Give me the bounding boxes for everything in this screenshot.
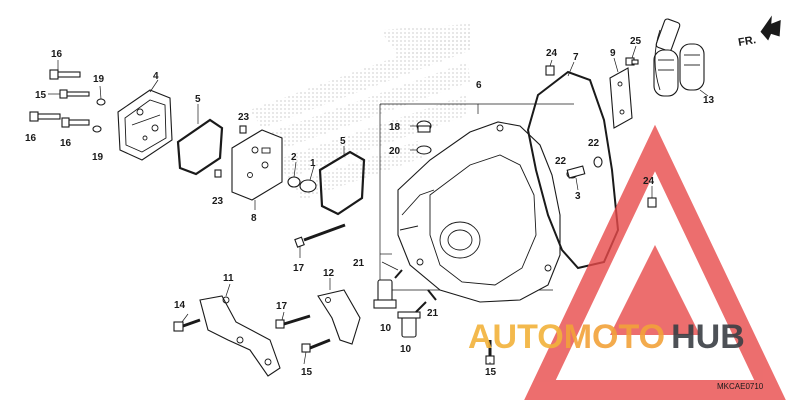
part-label: 10 (400, 344, 412, 355)
part-label: 25 (630, 36, 642, 47)
part-label: 22 (588, 138, 600, 149)
part-label: 1 (310, 158, 316, 169)
dowel-24-top (545, 65, 555, 76)
part-label: 14 (174, 300, 186, 311)
leader-lines (48, 45, 709, 365)
generator-cover (397, 121, 561, 303)
bolt-16-mid (61, 117, 90, 128)
bolt-14 (173, 318, 201, 332)
part-label: 16 (51, 49, 63, 60)
washer-19-bottom (92, 125, 102, 133)
part-label: 15 (301, 367, 313, 378)
part-label: 17 (276, 301, 288, 312)
bracket-9 (609, 67, 633, 129)
part-label: 21 (353, 258, 365, 269)
part-label: 15 (35, 90, 47, 101)
breather-cover (117, 89, 173, 161)
part-label: 10 (380, 323, 392, 334)
seal-22-right (593, 156, 603, 168)
part-label: 21 (427, 308, 439, 319)
o-ring-20 (416, 145, 432, 155)
part-label: 15 (485, 367, 497, 378)
switch-10-upper (373, 269, 403, 309)
part-label: 7 (573, 52, 579, 63)
part-label: 18 (389, 122, 401, 133)
pin-21 (427, 289, 437, 301)
separator-plate (231, 129, 283, 201)
part-label: 24 (546, 48, 558, 59)
bracket-12 (317, 289, 361, 345)
part-label: 5 (195, 94, 201, 105)
bolt-17-lower (275, 314, 311, 329)
part-label: 16 (60, 138, 72, 149)
part-label: 23 (238, 112, 250, 123)
switch-10-lower (397, 301, 427, 338)
bolt-15-top (59, 89, 90, 99)
watermark-hub: HUB (671, 318, 745, 356)
part-label: 23 (212, 196, 224, 207)
background-wing-logo (250, 24, 472, 200)
front-direction-indicator (760, 15, 781, 41)
part-label: 6 (476, 80, 482, 91)
stud-3 (566, 165, 586, 179)
part-label: 4 (153, 71, 159, 82)
part-label: 5 (340, 136, 346, 147)
watermark-moto: MOTO (564, 318, 665, 356)
front-direction-label: FR. (737, 34, 757, 49)
part-label: 20 (389, 146, 401, 157)
dowel-23-top (239, 125, 247, 134)
gasket-left (176, 118, 224, 176)
dowel-23-bottom (214, 169, 222, 178)
part-label: 3 (575, 191, 581, 202)
part-label: 24 (643, 176, 655, 187)
bolt-16-top (49, 69, 81, 80)
part-label: 13 (703, 95, 715, 106)
bolt-15-lower-left (301, 338, 331, 353)
part-label: 12 (323, 268, 335, 279)
part-label: 8 (251, 213, 257, 224)
dowel-24-right (647, 197, 657, 208)
cap-18 (416, 120, 432, 133)
watermark-auto: AUTO (468, 318, 564, 356)
o-ring-1 (299, 179, 317, 193)
washer-19-top (96, 98, 106, 106)
part-label: 11 (223, 273, 234, 284)
part-label: 16 (25, 133, 37, 144)
pulse-generator-13 (653, 18, 705, 97)
bracket-11 (199, 295, 281, 377)
part-label: 22 (555, 156, 567, 167)
bolt-25 (625, 57, 639, 66)
part-label: 19 (92, 152, 104, 163)
bolt-16-bottom (29, 111, 61, 122)
gasket-right (318, 150, 366, 216)
automotohub-watermark-logo (524, 124, 786, 400)
part-label: 19 (93, 74, 105, 85)
part-label: 9 (610, 48, 616, 59)
figure-code: MKCAE0710 (717, 382, 764, 391)
bolt-17-upper (294, 223, 346, 248)
part-label: 17 (293, 263, 305, 274)
part-label: 2 (291, 152, 297, 163)
o-ring-2 (287, 176, 301, 188)
